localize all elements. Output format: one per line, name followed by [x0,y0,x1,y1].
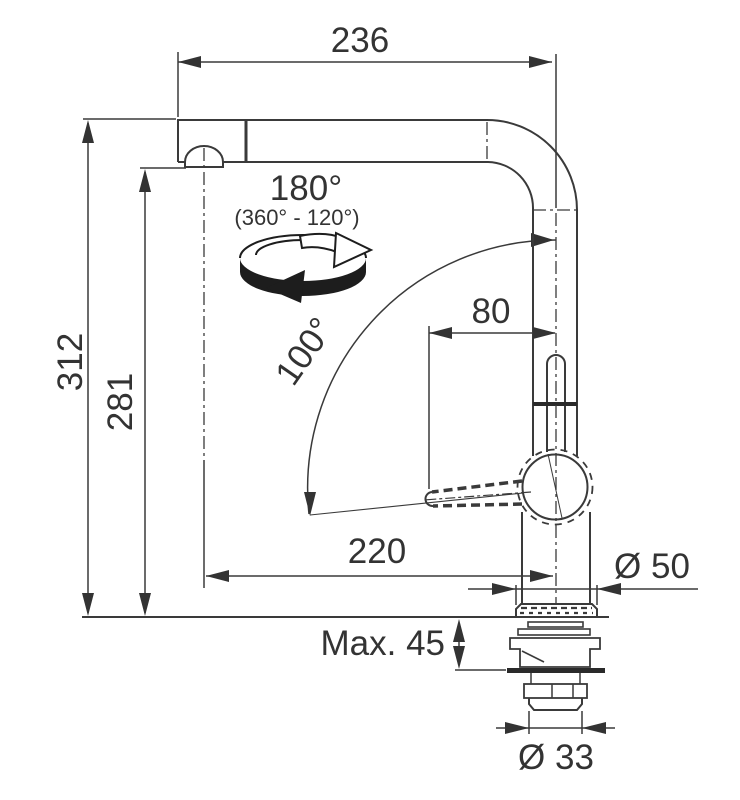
mounting-washer-small [527,621,584,628]
arrow-left-icon [582,722,606,734]
rotate-arrow-white-head-icon [332,231,374,269]
arrow-left-icon [597,583,621,595]
lever-swung-axis-line [309,489,553,516]
base-flange [515,603,598,618]
spout-outer-outline [177,119,578,456]
mounting-plate [507,668,605,673]
arrow-right-icon [533,327,556,339]
dim-33-label: Ø 33 [518,738,594,777]
arrow-up-icon [453,619,465,642]
dim-33: Ø 33 [496,711,615,777]
shank-end [528,698,583,711]
lever-down-tip-cap [424,491,434,507]
dim-50: Ø 50 [468,547,698,605]
lever-down-centerline [423,491,532,501]
swivel-angle-note-label: (360° - 120°) [234,205,359,230]
arrow-right-icon [505,722,529,734]
lever-joint-ball-dashed [516,448,594,526]
arrow-left-icon [206,570,229,582]
dim-236: 236 [177,21,557,208]
dim-281-label: 281 [101,373,140,431]
rotation-symbol: 180° (360° - 120°) [234,169,374,303]
dim-80-label: 80 [472,292,511,331]
dim-33-ext-lines [528,711,583,734]
mounting-hardware [507,603,605,711]
arrow-down-icon [453,646,465,669]
arrow-down-icon [82,593,94,616]
dim-220: 220 [203,148,553,588]
shank-hex-nut [523,683,588,699]
dim-312-label: 312 [51,333,90,391]
dim-max45-label: Max. 45 [321,624,446,663]
arrow-down-icon [304,492,316,516]
dim-236-label: 236 [331,21,389,60]
dim-312: 312 [51,118,176,616]
dim-50-ext-lines [515,585,598,605]
arrow-right-icon [530,570,553,582]
lever-swing-angle-label: 100° [268,311,341,393]
lever-down-dashed [423,479,532,508]
lever-down-lower-line [432,502,523,508]
dim-max45: Max. 45 [321,619,506,671]
shank-upper-edges [530,673,581,684]
lever-down-upper-line [431,479,523,494]
lever-swing-arc: 100° [268,233,557,516]
swing-arc-line [306,239,557,515]
arrow-up-icon [139,169,151,192]
spout-inner-outline [178,161,534,456]
arrow-down-icon [139,593,151,616]
dim-50-label: Ø 50 [614,547,690,586]
dim-80: 80 [428,292,556,489]
ball-axis-line [547,453,563,519]
mounting-nut-tab-line [521,650,545,663]
arrow-left-icon [178,56,201,68]
dim-281: 281 [101,167,186,616]
arrow-right-icon [492,583,516,595]
mounting-nut [509,637,601,668]
dim-220-label: 220 [348,532,406,571]
arrow-right-icon [529,56,552,68]
arrow-right-icon [531,233,554,247]
rotate-arrow-black-head-icon [266,270,305,303]
mounting-washer-large [517,628,591,636]
arrow-left-icon [429,327,452,339]
arrow-up-icon [82,120,94,143]
swivel-angle-label: 180° [270,169,342,208]
shank-hex-nut-facets [551,684,574,698]
